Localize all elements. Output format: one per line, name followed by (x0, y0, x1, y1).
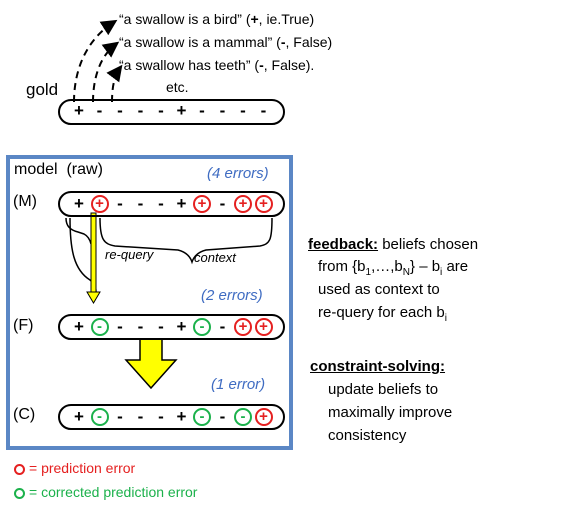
sequence-symbol: - (158, 407, 164, 426)
sequence-symbol: - (219, 407, 226, 426)
arrow-belief-2 (92, 41, 120, 103)
green-circle-icon (14, 488, 25, 499)
sequence-symbol: - (260, 101, 267, 120)
feedback-line-1: feedback: beliefs chosen (308, 236, 479, 253)
gold-sequence: +----+---- (70, 102, 280, 126)
requery-label: re-query (105, 247, 154, 262)
model-box (6, 155, 293, 450)
sequence-symbol: - (234, 408, 252, 426)
sequence-symbol: + (176, 407, 187, 426)
sequence-symbol: + (234, 195, 252, 213)
sequence-symbol: + (90, 195, 109, 213)
model-title: model (raw) (14, 161, 103, 178)
sequence-symbol: - (117, 317, 123, 336)
sequence-symbol: - (219, 101, 226, 120)
gold-label: gold (26, 80, 59, 99)
etc-label: etc. (166, 79, 189, 95)
sequence-symbol: + (254, 195, 273, 213)
row-C-pill (58, 404, 285, 430)
sequence-symbol: - (219, 317, 226, 336)
sequence-symbol: - (193, 318, 211, 336)
sequence-symbol: + (74, 194, 84, 213)
sequence-symbol: - (137, 407, 144, 426)
constraint-line-3: consistency (328, 427, 407, 444)
sequence-symbol: + (193, 195, 211, 213)
constraint-title: constraint-solving: (310, 358, 446, 375)
row-label-M: (M) (13, 193, 37, 210)
legend-green: = corrected prediction error (14, 484, 197, 500)
sequence-symbol: - (219, 194, 226, 213)
row-label-C: (C) (13, 406, 36, 423)
belief-3: “a swallow has teeth” (-, False). (119, 57, 315, 73)
constraint-line-2: maximally improve (328, 404, 453, 421)
red-circle-icon (14, 464, 25, 475)
sequence-symbol: - (137, 194, 144, 213)
row-F-pill (58, 314, 285, 340)
sequence-symbol: - (117, 101, 123, 120)
sequence-symbol: + (176, 101, 187, 120)
sequence-symbol: - (158, 194, 164, 213)
arrow-belief-1 (73, 19, 118, 103)
gold-sequence-pill (58, 99, 285, 125)
sequence-symbol: - (199, 101, 205, 120)
errors-F: (2 errors) (201, 287, 263, 304)
sequence-symbol: - (137, 317, 144, 336)
errors-C: (1 error) (211, 376, 266, 393)
feedback-line-2: from {b1,…,bN} – bi are (318, 258, 469, 278)
feedback-line-4: re-query for each bi (318, 304, 447, 324)
sequence-symbol: - (90, 408, 109, 426)
row-C-sequence: +----+---+ (70, 408, 280, 432)
row-F-sequence: +----+--++ (70, 318, 280, 342)
sequence-symbol: - (158, 101, 164, 120)
belief-1: “a swallow is a bird” (+, ie.True) (119, 11, 315, 27)
sequence-symbol: + (74, 317, 84, 336)
legend-red: = prediction error (14, 460, 135, 476)
sequence-symbol: - (193, 408, 211, 426)
belief-2: “a swallow is a mammal” (-, False) (119, 34, 333, 50)
sequence-symbol: - (117, 194, 123, 213)
sequence-symbol: + (176, 317, 187, 336)
sequence-symbol: - (240, 101, 246, 120)
sequence-symbol: + (74, 407, 84, 426)
row-label-F: (F) (13, 317, 34, 334)
sequence-symbol: - (96, 101, 103, 120)
sequence-symbol: - (117, 407, 123, 426)
sequence-symbol: - (158, 317, 164, 336)
feedback-line-3: used as context to (318, 281, 440, 298)
errors-M: (4 errors) (207, 165, 269, 182)
sequence-symbol: - (90, 318, 109, 336)
row-M-pill (58, 191, 285, 217)
sequence-symbol: + (74, 101, 84, 120)
sequence-symbol: + (176, 194, 187, 213)
context-label: context (194, 250, 236, 265)
sequence-symbol: + (234, 318, 252, 336)
sequence-symbol: + (254, 408, 273, 426)
sequence-symbol: + (254, 318, 273, 336)
arrow-belief-3 (106, 64, 123, 103)
constraint-line-1: update beliefs to (328, 381, 439, 398)
sequence-symbol: - (137, 101, 144, 120)
row-M-sequence: ++---++-++ (70, 195, 280, 219)
